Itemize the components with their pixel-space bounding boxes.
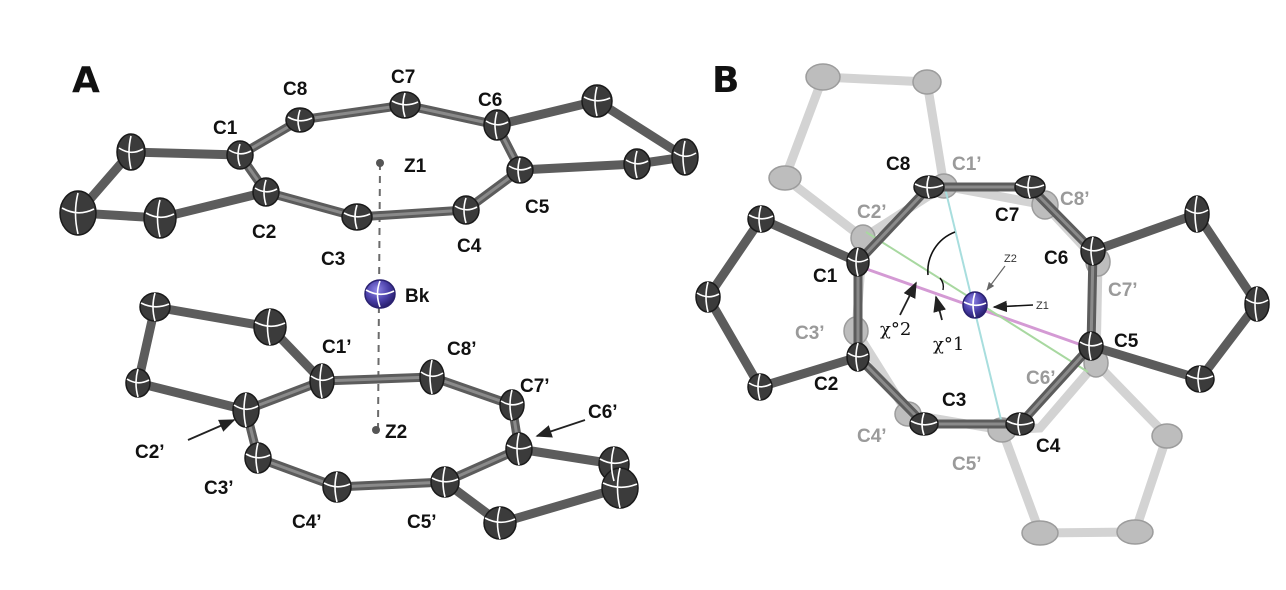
arrow-chi2 [899,281,917,316]
panel-a-labels: C1 C2 C3 C4 C5 C6 C7 C8 Z1 Bk Z2 C1’ C2’… [135,67,618,533]
label-a-c6-prime: C6’ [588,402,618,423]
label-b-chi2: χ°2 [880,319,911,340]
label-b-chi1: χ°1 [933,334,964,355]
label-b-c4: C4 [1036,436,1061,457]
front-atom-axes [696,175,1269,436]
label-b-c6-prime: C6’ [1026,368,1056,389]
label-a-c1: C1 [213,118,238,139]
label-b-c3: C3 [942,390,966,411]
label-b-c3-prime: C3’ [795,323,825,344]
arrow-z2 [986,265,1006,291]
label-a-c8-prime: C8’ [447,339,477,360]
arrow-a-c2-prime [187,419,236,441]
rear-atom-cp-bottom-3 [1151,423,1183,449]
label-a-c7: C7 [391,67,415,88]
label-b-c5: C5 [1114,331,1139,352]
panel-label-a: A [72,60,100,101]
label-a-c6: C6 [478,90,502,111]
panel-a: A [59,60,699,540]
label-b-c6: C6 [1044,248,1068,269]
panel-b-labels: C1 C2 C3 C4 C5 C6 C7 C8 C1’ C2’ C3’ C4’ … [795,154,1139,475]
label-b-c1: C1 [813,266,838,287]
label-a-c7-prime: C7’ [520,376,550,397]
label-a-c4: C4 [457,236,482,257]
label-b-c1-prime: C1’ [952,154,982,175]
label-b-z1: Z1 [1036,300,1049,312]
centroid-z2-dot [372,426,380,434]
rear-atom-cp-bottom-1 [1021,520,1059,546]
label-b-c5-prime: C5’ [952,454,982,475]
label-a-z2: Z2 [385,422,407,443]
label-b-c2: C2 [814,374,838,395]
label-a-z1: Z1 [404,156,427,177]
rear-atom-cp-bottom-2 [1116,519,1154,545]
lower-atom-axes [126,292,638,540]
label-a-c3-prime: C3’ [204,478,234,499]
label-b-c8: C8 [886,154,910,175]
label-a-bk: Bk [405,286,430,307]
label-b-c4-prime: C4’ [857,426,887,447]
arrow-z1 [992,300,1034,313]
panel-b: B [695,60,1270,546]
upper-atom-axes [61,86,697,238]
centroid-z1-dot [376,159,384,167]
label-b-c7-prime: C7’ [1108,280,1138,301]
arrow-chi1 [933,295,946,321]
label-a-c3: C3 [321,249,345,270]
angle-arc-chi2 [927,231,956,276]
rear-atom-cp-top-3 [768,165,802,191]
atom-c1 [226,140,254,170]
arrow-a-c6-prime [535,419,586,438]
label-b-z2: Z2 [1004,253,1017,265]
label-b-c2-prime: C2’ [857,202,887,223]
label-a-c2-prime: C2’ [135,442,165,463]
label-a-c5: C5 [525,197,550,218]
panel-label-b: B [712,60,739,101]
rear-atom-cp-top-2 [805,63,841,91]
label-a-c8: C8 [283,79,307,100]
label-a-c5-prime: C5’ [407,512,437,533]
label-b-c7: C7 [995,205,1019,226]
rear-atom-cp-top-1 [912,69,942,95]
angle-arc-chi1 [939,277,945,291]
label-b-c8-prime: C8’ [1060,189,1090,210]
label-a-c1-prime: C1’ [322,337,352,358]
label-a-c4-prime: C4’ [292,512,322,533]
label-a-c2: C2 [252,222,276,243]
